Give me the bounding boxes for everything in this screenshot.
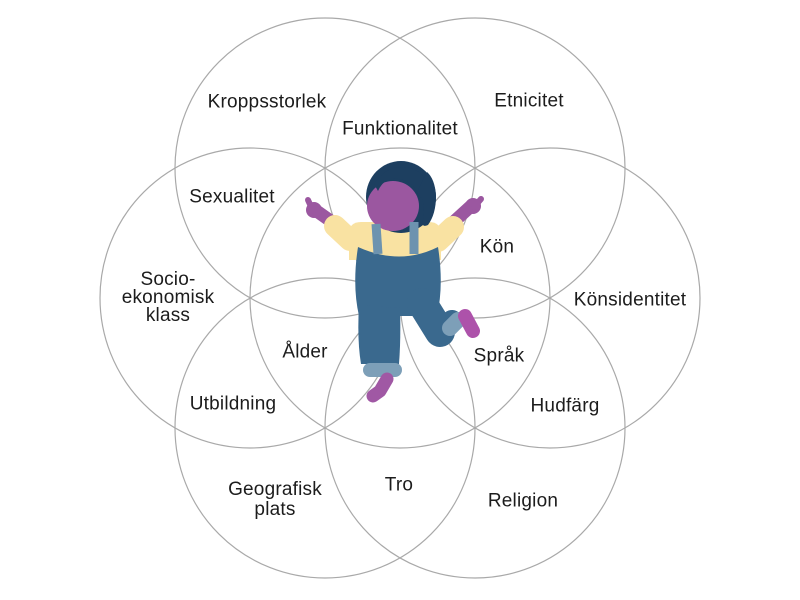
label-sprak: Språk — [473, 345, 525, 367]
child-left-foot — [366, 372, 394, 403]
label-hudfarg: Hudfärg — [530, 395, 600, 417]
label-funktionalitet: Funktionalitet — [342, 118, 458, 140]
label-kon: Kön — [479, 236, 515, 258]
child-right-shoe — [458, 309, 480, 338]
child-left-sleeve — [324, 215, 361, 251]
label-alder: Ålder — [282, 341, 328, 363]
child-face — [367, 181, 419, 231]
child-illustration — [305, 161, 484, 403]
child-left-thumb — [305, 197, 316, 214]
label-konsidentitet: Könsidentitet — [573, 289, 687, 311]
child-hair-fringe — [374, 167, 428, 199]
child-right-thumb — [471, 196, 484, 210]
label-etnicitet: Etnicitet — [494, 90, 564, 112]
child-overalls-strap-left — [371, 223, 383, 255]
label-socioekonomisk-klass: Socio- ekonomisk klass — [121, 269, 215, 326]
child-right-cuff — [442, 312, 466, 336]
label-religion: Religion — [487, 490, 559, 512]
label-geografisk-plats: Geografisk plats — [228, 479, 322, 520]
child-hair-side — [418, 172, 436, 226]
label-tro: Tro — [384, 474, 414, 496]
label-kroppsstorlek: Kroppsstorlek — [207, 91, 327, 113]
label-utbildning: Utbildning — [189, 393, 277, 415]
label-sexualitet: Sexualitet — [189, 186, 275, 208]
child-left-leg — [358, 305, 401, 364]
